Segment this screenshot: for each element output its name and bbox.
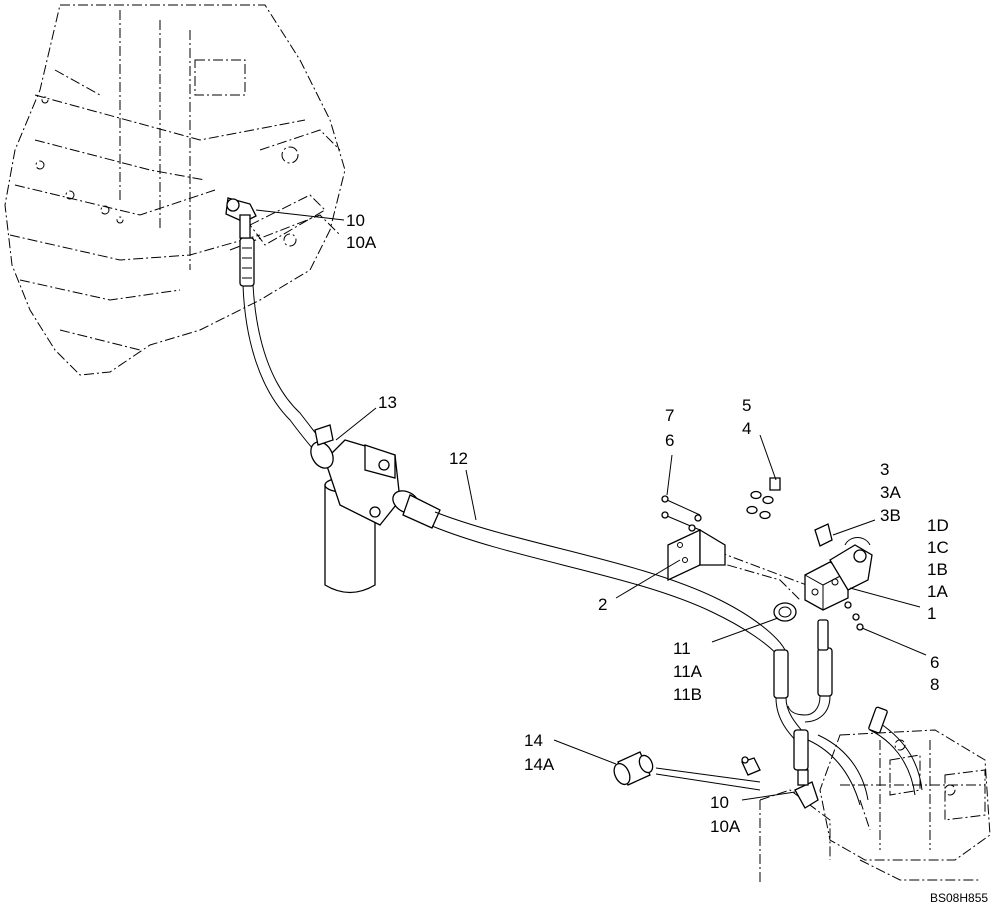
callout-12: 12 — [449, 449, 468, 468]
inline-filter — [310, 424, 441, 594]
callout-6-upper: 6 — [665, 431, 674, 450]
callout-14a: 14A — [524, 755, 555, 774]
callout-labels: 10 10A 13 12 7 6 5 4 3 3A 3B 1D 1C 1B 1A… — [346, 211, 988, 905]
tee-fitting-bottom — [741, 756, 819, 809]
callout-7: 7 — [665, 406, 674, 425]
callout-1d: 1D — [927, 516, 949, 535]
callout-1: 1 — [927, 604, 936, 623]
callout-1b: 1B — [927, 560, 948, 579]
callout-3b: 3B — [880, 506, 901, 525]
callout-4: 4 — [742, 419, 751, 438]
machine-frame-phantom — [4, 4, 346, 376]
callout-14: 14 — [524, 731, 543, 750]
drawing-code: BS08H855 — [930, 891, 988, 905]
tee-fitting-top — [225, 197, 257, 239]
callout-2: 2 — [598, 595, 607, 614]
leader-lines — [255, 209, 927, 801]
callout-3a: 3A — [880, 483, 901, 502]
callout-8: 8 — [930, 675, 939, 694]
callout-11a: 11A — [673, 662, 703, 681]
callout-5: 5 — [742, 396, 751, 415]
callout-10a-top: 10A — [346, 233, 377, 252]
callout-11b: 11B — [673, 685, 702, 704]
hoses-lower — [773, 619, 923, 806]
callout-3: 3 — [880, 460, 889, 479]
callout-13: 13 — [378, 393, 397, 412]
elbow-fitting — [773, 602, 797, 622]
callout-11: 11 — [673, 639, 691, 658]
callout-1a: 1A — [927, 582, 948, 601]
callout-6-lower: 6 — [930, 653, 939, 672]
callout-1c: 1C — [927, 538, 949, 557]
callout-10a-bottom: 10A — [710, 817, 741, 836]
valve-block — [804, 523, 873, 631]
fitting-14 — [613, 751, 761, 791]
callout-10-top: 10 — [346, 211, 365, 230]
mounting-bracket — [661, 477, 781, 582]
callout-10-bottom: 10 — [710, 793, 729, 812]
